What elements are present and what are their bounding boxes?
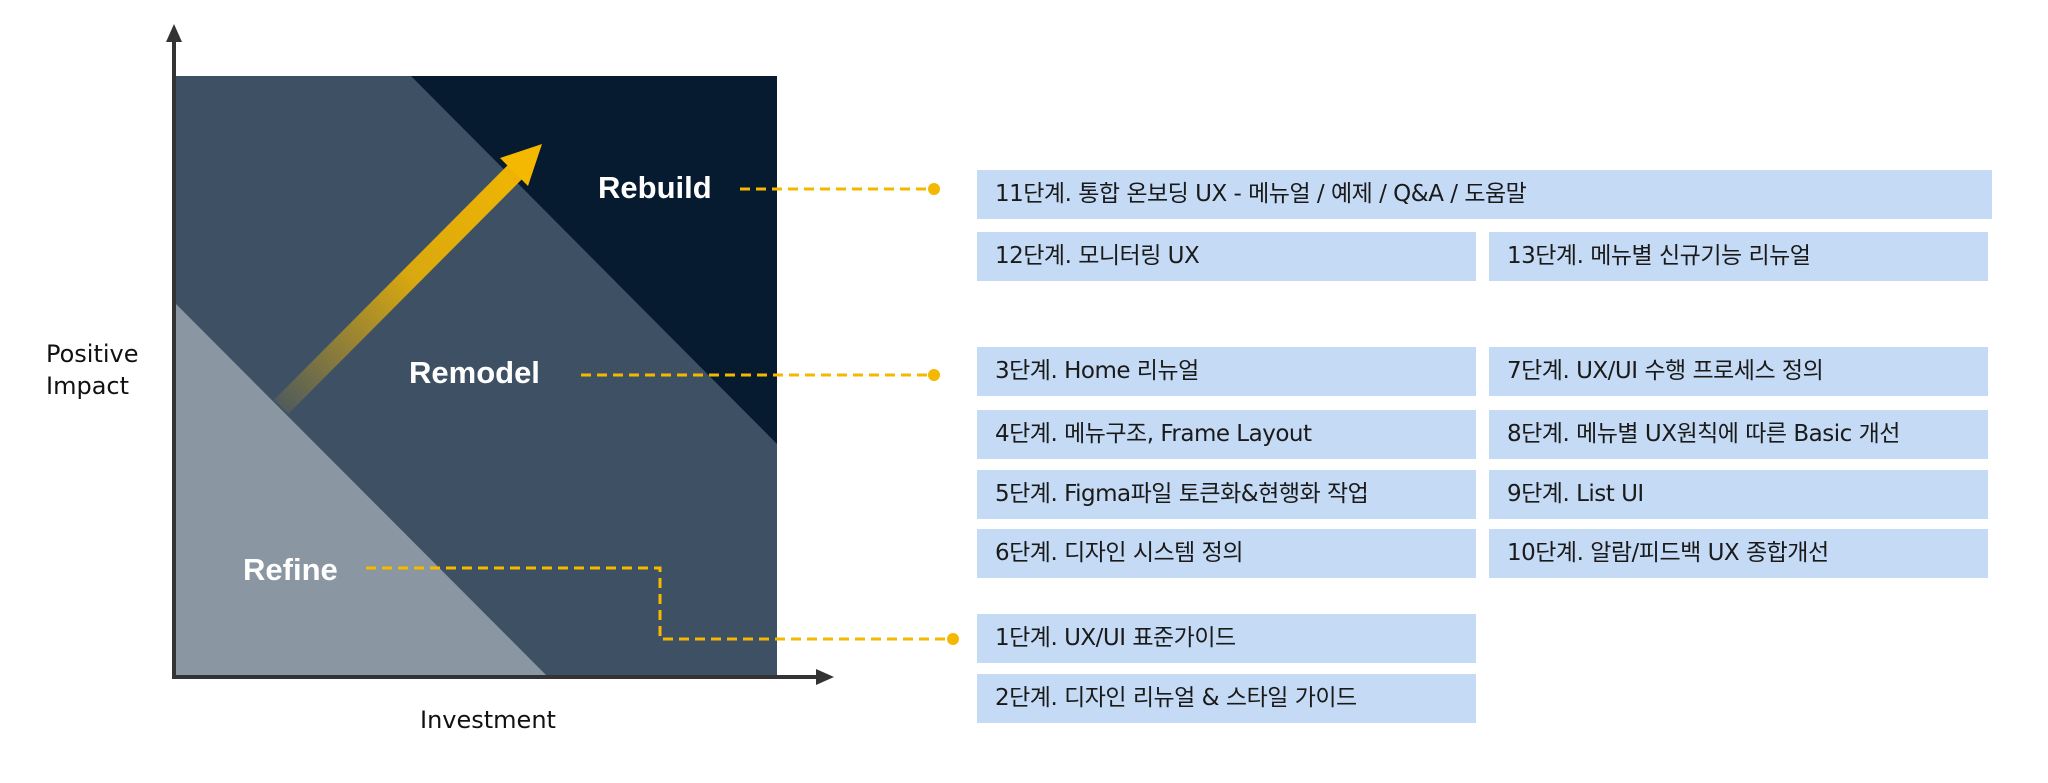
refine-label: Refine [243,552,338,587]
growth-arrow-icon [273,144,542,415]
step-box: 3단계. Home 리뉴얼 [977,347,1476,396]
refine-connector-dot [947,633,959,645]
step-box: 9단계. List UI [1489,470,1988,519]
x-axis [172,669,834,685]
step-box: 7단계. UX/UI 수행 프로세스 정의 [1489,347,1988,396]
step-box: 12단계. 모니터링 UX [977,232,1476,281]
refine-connector [366,566,953,641]
rebuild-label: Rebuild [598,170,712,205]
refine-zone [176,304,548,677]
remodel-label: Remodel [409,355,540,390]
step-box: 11단계. 통합 온보딩 UX - 메뉴얼 / 예제 / Q&A / 도움말 [977,170,1992,219]
step-box: 13단계. 메뉴별 신규기능 리뉴얼 [1489,232,1988,281]
remodel-connector-dot [928,369,940,381]
step-box: 4단계. 메뉴구조, Frame Layout [977,410,1476,459]
step-box: 1단계. UX/UI 표준가이드 [977,614,1476,663]
step-box: 8단계. 메뉴별 UX원칙에 따른 Basic 개선 [1489,410,1988,459]
step-box: 6단계. 디자인 시스템 정의 [977,529,1476,578]
step-box: 5단계. Figma파일 토큰화&현행화 작업 [977,470,1476,519]
rebuild-zone [411,76,777,444]
x-axis-label: Investment [420,706,556,734]
rebuild-connector-dot [928,183,940,195]
step-box: 2단계. 디자인 리뉴얼 & 스타일 가이드 [977,674,1476,723]
step-box: 10단계. 알람/피드백 UX 종합개선 [1489,529,1988,578]
y-axis [166,24,182,677]
